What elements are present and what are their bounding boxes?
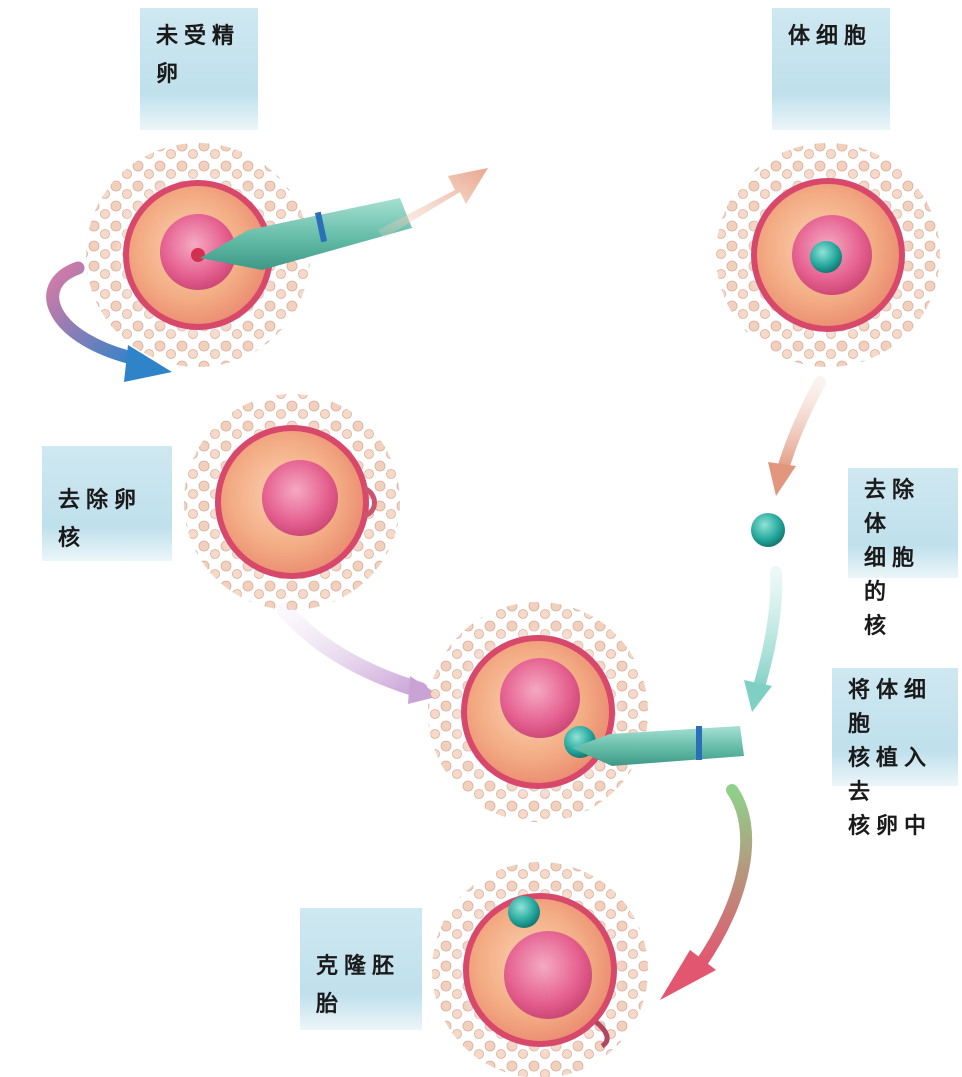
nucleus-implantation-cell: [428, 602, 648, 822]
label-cloned-embryo: 克隆胚胎: [300, 908, 422, 1030]
embryo-donor-nucleus: [508, 896, 540, 928]
enucleated-to-fusion-arrow: [285, 610, 440, 704]
label-implant-nucleus: 将体细胞 核植入去 核卵中: [832, 668, 958, 786]
label-somatic-cell: 体细胞: [772, 8, 890, 130]
enucleated-egg-cell: [184, 394, 400, 610]
somatic-cell: [716, 143, 940, 367]
somatic-nucleus: [810, 241, 842, 273]
label-unfertilized-egg: 未受精卵: [140, 8, 258, 130]
to-clone-embryo-arrow: [660, 790, 746, 1000]
label-remove-somatic-nucleus: 去除体 细胞的 核: [848, 468, 958, 578]
nucleus-transfer-arrow: [744, 572, 776, 712]
isolated-somatic-nucleus: [751, 513, 785, 547]
cloned-embryo-cell: [432, 862, 648, 1077]
egg-nucleus: [191, 248, 205, 262]
somatic-down-arrow: [768, 382, 820, 496]
label-remove-egg-nucleus: 去除卵核: [42, 446, 172, 561]
